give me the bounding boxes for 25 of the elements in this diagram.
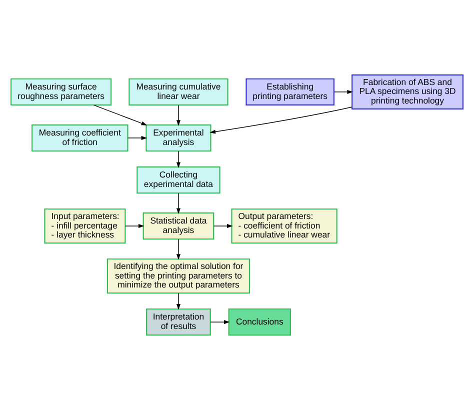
node-box: Collecting experimental data: [136, 166, 220, 194]
node-box: Input parameters: - infill percentage - layer thickness: [44, 208, 126, 244]
arrow: [124, 223, 144, 228]
node-box: Identifying the optimal solution for setting the printing parameters to minimize the output parameters: [106, 258, 250, 294]
node-box: Interpretation of results: [146, 308, 211, 336]
node-box: Measuring surface roughness parameters: [10, 78, 112, 106]
arrow: [334, 89, 353, 94]
node-box: Measuring cumulative linear wear: [128, 78, 228, 106]
arrow: [127, 135, 148, 140]
arrow: [210, 106, 352, 134]
node-box: Establishing printing parameters: [246, 78, 334, 106]
node-box: Statistical data analysis: [142, 212, 214, 240]
node-box: Measuring coefficient of friction: [32, 124, 128, 152]
arrow: [176, 104, 180, 126]
arrow: [176, 238, 180, 260]
arrow: [213, 223, 233, 228]
arrow: [176, 192, 180, 214]
node-box: Experimental analysis: [146, 124, 212, 152]
arrow: [210, 320, 230, 324]
node-box: Conclusions: [228, 308, 291, 336]
arrow: [176, 292, 180, 310]
arrow: [93, 104, 148, 125]
node-box: Fabrication of ABS and PLA specimens using 3D printing technology: [352, 74, 464, 109]
node-box: Output parameters: - coefficient of friction - cumulative linear wear: [231, 208, 338, 244]
arrow: [176, 150, 180, 168]
